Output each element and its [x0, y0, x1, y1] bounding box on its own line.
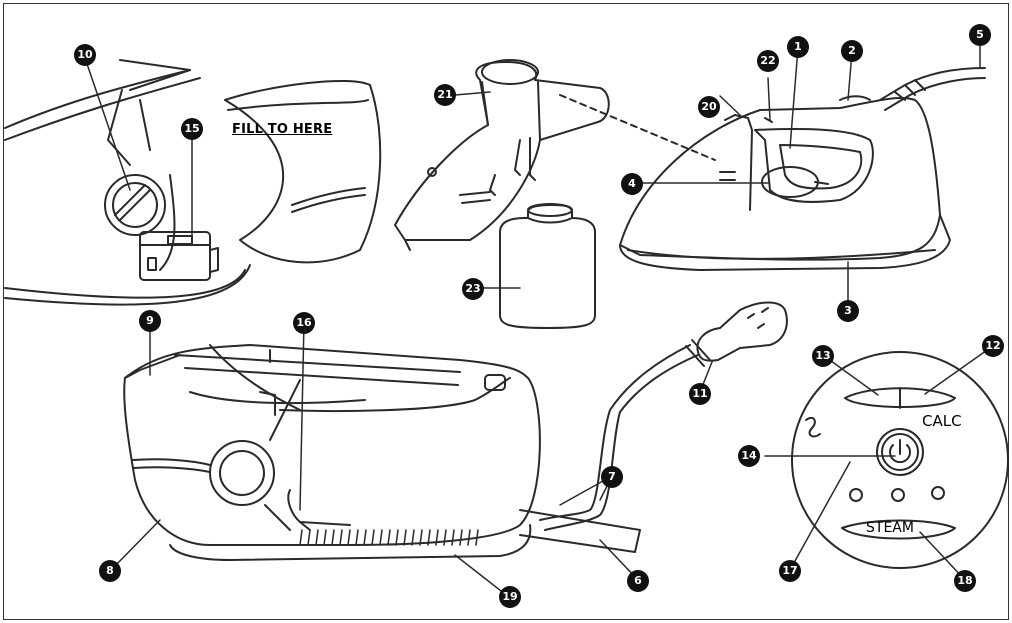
- callout-22: 22: [757, 50, 779, 72]
- water-tank-detail: [4, 59, 382, 306]
- calc-label: CALC: [922, 412, 962, 430]
- callout-18: 18: [954, 570, 976, 592]
- callout-15: 15: [181, 118, 203, 140]
- callout-23: 23: [462, 278, 484, 300]
- vents: [299, 529, 479, 546]
- control-panel: [791, 351, 1009, 569]
- callout-12: 12: [982, 335, 1004, 357]
- filler-funnel: [394, 59, 610, 251]
- steam-button-label: STEAM: [866, 520, 914, 536]
- callout-13: 13: [812, 345, 834, 367]
- callout-21: 21: [434, 84, 456, 106]
- callout-4: 4: [621, 173, 643, 195]
- mains-plug: [685, 301, 788, 367]
- steam-iron: [619, 67, 986, 271]
- filler-guide-line: [559, 94, 716, 161]
- callout-3: 3: [837, 300, 859, 322]
- callout-6: 6: [627, 570, 649, 592]
- callout-7: 7: [601, 466, 623, 488]
- callout-5: 5: [969, 24, 991, 46]
- callout-20: 20: [698, 96, 720, 118]
- callout-19: 19: [499, 586, 521, 608]
- base-unit: [123, 344, 699, 561]
- water-bottle: [499, 203, 596, 329]
- callout-16: 16: [293, 312, 315, 334]
- callout-9: 9: [139, 310, 161, 332]
- callout-2: 2: [841, 40, 863, 62]
- callout-14: 14: [738, 445, 760, 467]
- callout-17: 17: [779, 560, 801, 582]
- diagram-frame: [3, 3, 1009, 620]
- callout-1: 1: [787, 36, 809, 58]
- callout-8: 8: [99, 560, 121, 582]
- fill-to-here-label: FILL TO HERE: [232, 122, 333, 137]
- callout-11: 11: [689, 383, 711, 405]
- callout-10: 10: [74, 44, 96, 66]
